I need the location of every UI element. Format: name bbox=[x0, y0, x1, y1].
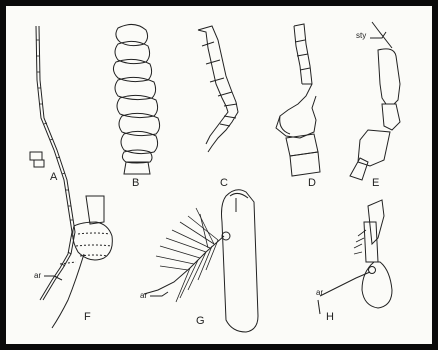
label-a: A bbox=[50, 172, 57, 183]
label-g: G bbox=[196, 316, 205, 327]
antenna-d bbox=[276, 24, 320, 176]
label-e: E bbox=[372, 178, 379, 189]
label-d: D bbox=[308, 178, 316, 189]
antenna-b bbox=[113, 24, 159, 174]
label-c: C bbox=[220, 178, 228, 189]
antenna-f bbox=[52, 196, 112, 328]
annotation-ar-f: ar bbox=[34, 272, 41, 280]
antenna-h bbox=[320, 200, 392, 308]
ar-h-pointer bbox=[318, 300, 320, 314]
label-b: B bbox=[132, 178, 139, 189]
annotation-ar-g: ar bbox=[140, 292, 147, 300]
label-f: F bbox=[84, 312, 91, 323]
antenna-g bbox=[144, 190, 258, 332]
ar-g-pointer bbox=[150, 292, 168, 296]
annotation-sty: sty bbox=[356, 32, 366, 40]
antenna-a bbox=[30, 26, 75, 300]
antenna-c bbox=[198, 26, 238, 152]
label-h: H bbox=[326, 312, 334, 323]
annotation-ar-h: ar bbox=[316, 289, 323, 297]
antenna-e bbox=[350, 22, 400, 180]
